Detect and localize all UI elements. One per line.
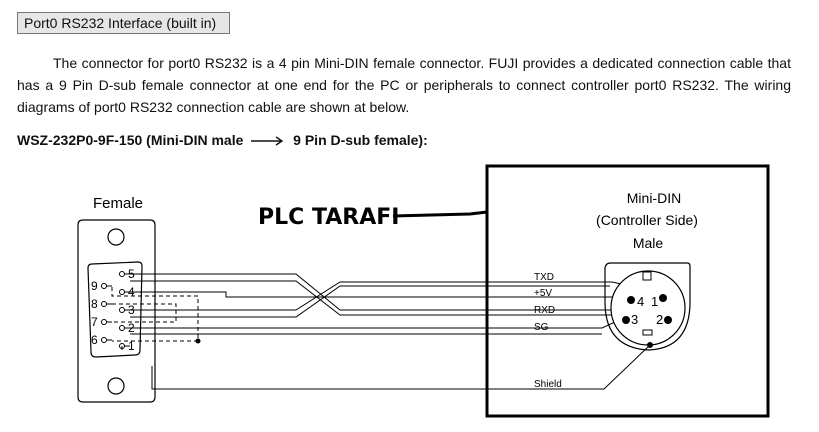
- dsub-screw-hole-bottom: [107, 377, 125, 395]
- dsub-pin-8: 8: [91, 297, 98, 311]
- cable-title-left: WSZ-232P0-9F-150 (Mini-DIN male: [17, 132, 244, 148]
- mini-din-title-line2: (Controller Side): [596, 212, 698, 228]
- dsub-pin-body: [87, 261, 143, 358]
- dsub-pin-6: 6: [91, 333, 98, 347]
- female-label: Female: [93, 195, 143, 212]
- jumper-junction-dot: [195, 338, 201, 344]
- mini-din-connector: 4 1 3 2: [604, 262, 691, 351]
- dsub-shell: [77, 219, 156, 403]
- dsub-screw-hole-top: [107, 228, 125, 246]
- signal-txd: TXD: [534, 272, 554, 283]
- cable-title: WSZ-232P0-9F-150 (Mini-DIN male 9 Pin D-…: [17, 132, 428, 148]
- plc-pointer-line: [392, 210, 488, 218]
- wire-shield: [151, 344, 651, 390]
- dsub-pin-7: 7: [91, 315, 98, 329]
- dsub-pin-9: 9: [91, 279, 98, 293]
- wire-dsub4-plus5v: [130, 291, 641, 301]
- plc-label: PLC TARAFI: [258, 205, 399, 230]
- mini-din-title-line3: Male: [633, 235, 664, 251]
- signal-plus5v: +5V: [534, 288, 552, 299]
- controller-side-frame: [485, 164, 770, 418]
- cable-title-right: 9 Pin D-sub female):: [293, 132, 428, 148]
- wire-dsub5-rxd-2: [130, 280, 612, 316]
- signal-shield: Shield: [534, 379, 562, 390]
- signal-rxd: RXD: [534, 305, 555, 316]
- description-text: The connector for port0 RS232 is a 4 pin…: [17, 55, 791, 115]
- section-label: Port0 RS232 Interface (built in): [17, 12, 230, 34]
- din-pin-2: 2: [656, 312, 663, 327]
- signal-sg: SG: [534, 322, 549, 333]
- loopback-jumpers: [106, 285, 199, 352]
- dsub-left-pins: 9 8 7 6: [91, 279, 112, 347]
- arrow-right-icon: [251, 136, 284, 146]
- mini-din-title-line1: Mini-DIN: [627, 190, 681, 206]
- description-paragraph: The connector for port0 RS232 is a 4 pin…: [17, 52, 791, 118]
- wire-dsub2-sg: [130, 315, 629, 329]
- wire-dsub3-txd-2: [130, 285, 610, 318]
- din-pin-4: 4: [637, 294, 644, 309]
- signal-wires: [130, 273, 651, 390]
- din-pin-1: 1: [651, 294, 658, 309]
- dsub-pin-1: 1: [128, 339, 135, 353]
- din-pin-3: 3: [631, 312, 638, 327]
